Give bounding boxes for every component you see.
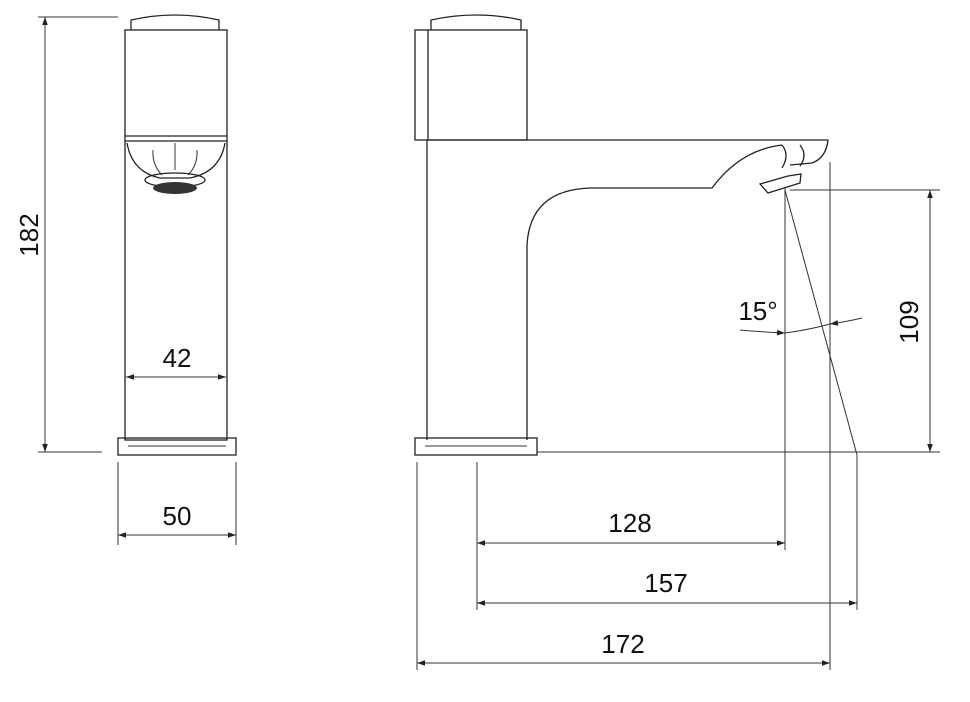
spout-top xyxy=(427,139,829,166)
side-base xyxy=(414,437,538,456)
label-172: 172 xyxy=(601,629,644,659)
side-handle xyxy=(414,29,528,141)
label-15-deg: 15° xyxy=(738,296,777,326)
front-aerator-housing xyxy=(126,142,226,179)
label-50: 50 xyxy=(163,501,192,531)
label-42: 42 xyxy=(163,343,192,373)
dim-width-50: 50 xyxy=(117,462,237,545)
dim-height-109: 109 xyxy=(790,189,940,452)
dim-angle-15: 15° xyxy=(738,162,863,670)
front-cap xyxy=(130,14,220,30)
label-157: 157 xyxy=(644,568,687,598)
label-109: 109 xyxy=(894,300,924,343)
dim-reach: 128 157 172 xyxy=(416,462,857,670)
dim-width-42: 42 xyxy=(126,343,226,380)
front-aerator xyxy=(153,182,197,194)
label-182: 182 xyxy=(14,213,44,256)
dim-height-182: 182 xyxy=(14,16,118,453)
label-128: 128 xyxy=(608,508,651,538)
spout-aerator xyxy=(758,173,802,194)
side-cap xyxy=(430,14,522,30)
front-base xyxy=(117,437,237,456)
side-view xyxy=(414,14,940,456)
front-view xyxy=(117,14,237,456)
front-body xyxy=(124,29,228,441)
spout-underside xyxy=(526,144,783,440)
